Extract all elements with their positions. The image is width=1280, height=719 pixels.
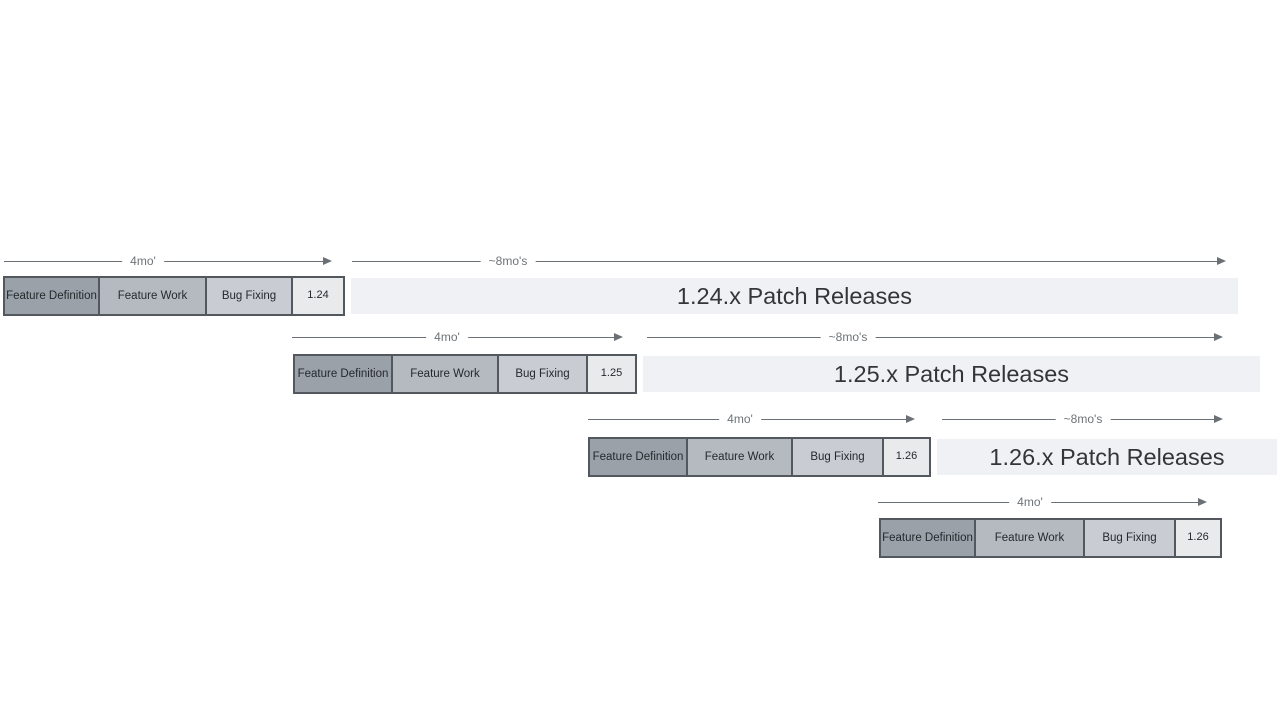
patch-duration-label: ~8mo's <box>820 329 876 345</box>
phase-box-feature-definition: Feature Definition <box>293 354 393 394</box>
phase-box-bug-fixing: Bug Fixing <box>1083 518 1176 558</box>
arrow-line <box>352 261 1219 262</box>
phase-box-feature-definition: Feature Definition <box>879 518 976 558</box>
phase-box-feature-work: Feature Work <box>974 518 1085 558</box>
phase-box-feature-definition: Feature Definition <box>588 437 688 477</box>
patch-duration-label: ~8mo's <box>480 253 536 269</box>
patch-releases-bar: 1.25.x Patch Releases <box>643 356 1260 392</box>
arrow-head-icon <box>906 415 915 423</box>
patch-releases-label: 1.25.x Patch Releases <box>833 360 1070 387</box>
arrow-head-icon <box>614 333 623 341</box>
release-phase-boxes: Feature Definition Feature Work Bug Fixi… <box>293 354 637 394</box>
patch-releases-bar: 1.26.x Patch Releases <box>937 439 1277 475</box>
arrow-head-icon <box>323 257 332 265</box>
version-box: 1.24 <box>291 276 345 316</box>
patch-duration-label: ~8mo's <box>1055 411 1111 427</box>
arrow-head-icon <box>1214 415 1223 423</box>
release-phase-boxes: Feature Definition Feature Work Bug Fixi… <box>3 276 345 316</box>
version-box: 1.25 <box>586 354 637 394</box>
dev-duration-label: 4mo' <box>719 411 761 427</box>
version-box: 1.26 <box>1174 518 1222 558</box>
dev-cycle-arrow <box>4 257 332 266</box>
patch-cycle-arrow <box>647 333 1223 342</box>
arrow-head-icon <box>1198 498 1207 506</box>
dev-duration-label: 4mo' <box>426 329 468 345</box>
dev-duration-label: 4mo' <box>122 253 164 269</box>
arrow-head-icon <box>1214 333 1223 341</box>
version-box: 1.26 <box>882 437 931 477</box>
patch-cycle-arrow <box>352 257 1226 266</box>
phase-box-bug-fixing: Bug Fixing <box>791 437 884 477</box>
dev-duration-label: 4mo' <box>1009 494 1051 510</box>
phase-box-feature-work: Feature Work <box>98 276 207 316</box>
phase-box-feature-work: Feature Work <box>391 354 499 394</box>
arrow-line <box>647 337 1216 338</box>
patch-releases-label: 1.24.x Patch Releases <box>676 282 913 309</box>
phase-box-bug-fixing: Bug Fixing <box>497 354 588 394</box>
phase-box-bug-fixing: Bug Fixing <box>205 276 293 316</box>
arrow-head-icon <box>1217 257 1226 265</box>
arrow-line <box>4 261 325 262</box>
patch-releases-label: 1.26.x Patch Releases <box>989 443 1225 470</box>
patch-releases-bar: 1.24.x Patch Releases <box>351 278 1238 314</box>
release-phase-boxes: Feature Definition Feature Work Bug Fixi… <box>879 518 1222 558</box>
phase-box-feature-work: Feature Work <box>686 437 793 477</box>
phase-box-feature-definition: Feature Definition <box>3 276 100 316</box>
release-phase-boxes: Feature Definition Feature Work Bug Fixi… <box>588 437 931 477</box>
